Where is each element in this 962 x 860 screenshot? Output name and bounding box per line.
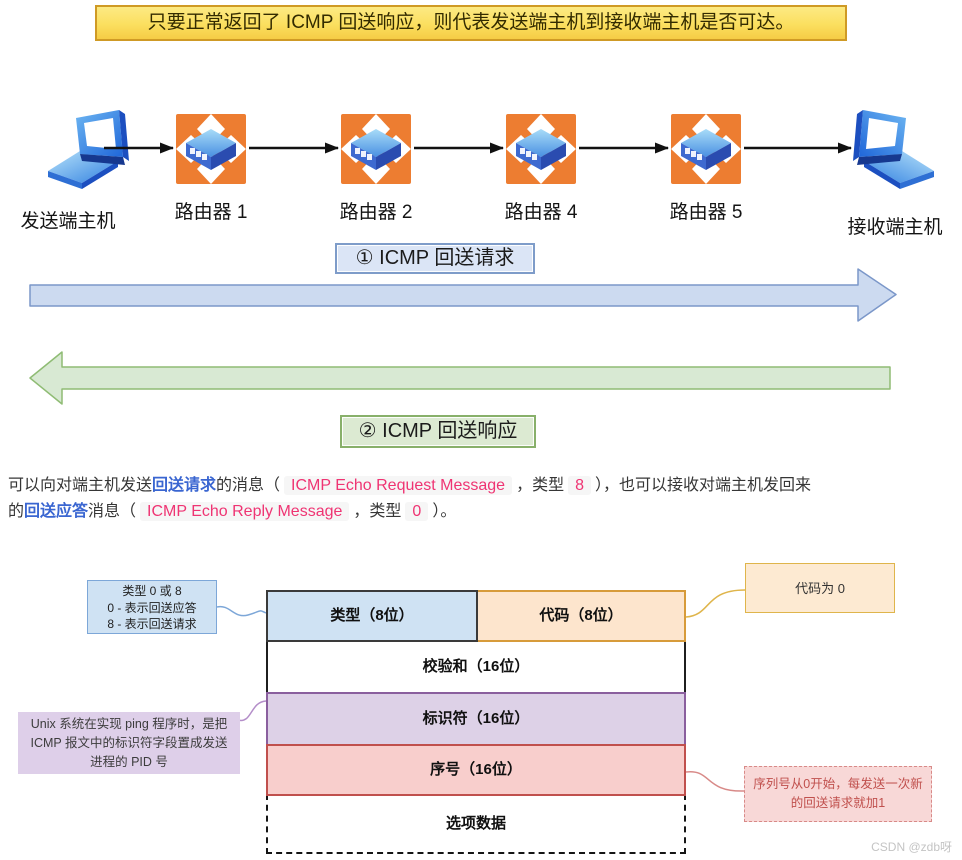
callout-code: 代码为 0 xyxy=(745,563,895,613)
callout-sequence-line: 的回送请求就加1 xyxy=(790,796,886,810)
description-paragraph: 可以向对端主机发送回送请求的消息（ICMP Echo Request Messa… xyxy=(8,473,958,525)
text-segment: 消息（ xyxy=(88,503,137,520)
csdn-watermark: CSDN @zdb呀 xyxy=(871,840,952,854)
field-identifier: 标识符（16位） xyxy=(266,692,686,746)
callout-sequence-line: 序列号从0开始，每发送一次新 xyxy=(753,777,923,791)
router-2-label: 路由器 2 xyxy=(339,202,413,223)
icmp-response-arrow xyxy=(29,351,891,405)
icmp-packet-diagram: 类型（8位） 代码（8位） 校验和（16位） 标识符（16位） 序号（16位） … xyxy=(266,590,686,854)
paragraph-line-1: 可以向对端主机发送回送请求的消息（ICMP Echo Request Messa… xyxy=(8,473,958,499)
icmp-request-label: ① ICMP 回送请求 xyxy=(335,243,535,274)
callout-connectors xyxy=(216,589,746,792)
router-1-label: 路由器 1 xyxy=(174,202,248,223)
sender-host-label: 发送端主机 xyxy=(20,211,116,232)
text-segment: 的消息（ xyxy=(216,477,281,494)
text-segment: ，类型 xyxy=(516,477,565,494)
text-segment: ）。 xyxy=(432,503,457,520)
text-segment: 可以向对端主机发送 xyxy=(8,477,153,494)
callout-identifier: Unix 系统在实现 ping 程序时，是把 ICMP 报文中的标识符字段置成发… xyxy=(18,712,240,774)
code-echo-request-message: ICMP Echo Request Message xyxy=(284,476,513,495)
field-code: 代码（8位） xyxy=(476,590,686,642)
callout-identifier-line: Unix 系统在实现 ping 程序时，是把 xyxy=(30,717,228,731)
callout-type-line: 8 - 表示回送请求 xyxy=(107,617,197,631)
text-segment: ），也可以接收对端主机发回来 xyxy=(595,477,812,494)
field-option-data: 选项数据 xyxy=(266,794,686,854)
field-sequence: 序号（16位） xyxy=(266,744,686,796)
icmp-request-arrow xyxy=(29,268,897,322)
code-type-8: 8 xyxy=(568,476,591,495)
banner-note: 只要正常返回了 ICMP 回送响应，则代表发送端主机到接收端主机是否可达。 xyxy=(95,5,847,41)
keyword-echo-request: 回送请求 xyxy=(152,477,217,494)
router-4-label: 路由器 4 xyxy=(504,202,578,223)
callout-type-line: 类型 0 或 8 xyxy=(122,584,182,598)
callout-identifier-line: ICMP 报文中的标识符字段置成发送 xyxy=(30,736,228,750)
callout-sequence: 序列号从0开始，每发送一次新 的回送请求就加1 xyxy=(744,766,932,822)
callout-identifier-line: 进程的 PID 号 xyxy=(90,755,168,769)
keyword-echo-reply: 回送应答 xyxy=(24,503,89,520)
router-5-label: 路由器 5 xyxy=(669,202,743,223)
hop-arrows xyxy=(104,142,852,154)
callout-type-line: 0 - 表示回送应答 xyxy=(107,600,197,615)
icmp-response-label: ② ICMP 回送响应 xyxy=(340,415,536,448)
code-type-0: 0 xyxy=(405,502,429,521)
field-type: 类型（8位） xyxy=(266,590,478,642)
text-segment: 的 xyxy=(8,503,25,520)
receiver-host-label: 接收端主机 xyxy=(847,217,943,238)
code-echo-reply-message: ICMP Echo Reply Message xyxy=(140,502,350,521)
text-segment: ，类型 xyxy=(353,503,402,520)
callout-type: 类型 0 或 8 0 - 表示回送应答 8 - 表示回送请求 xyxy=(87,580,217,634)
